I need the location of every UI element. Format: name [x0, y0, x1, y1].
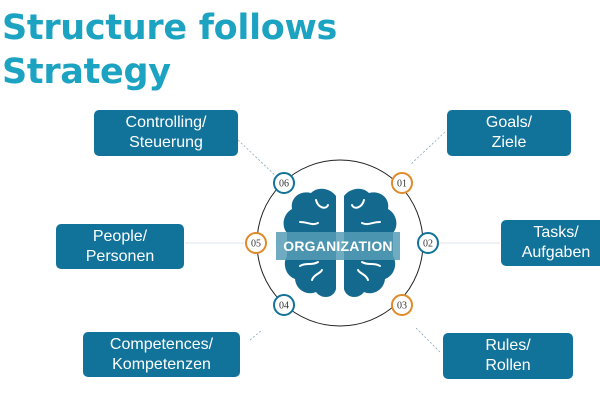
- node-marker-01: 01: [391, 172, 413, 194]
- node-box-people: People/ Personen: [56, 224, 184, 269]
- node-marker-03: 03: [391, 294, 413, 316]
- node-box-tasks: Tasks/ Aufgaben: [501, 220, 600, 266]
- node-label-line2: Steuerung: [129, 134, 203, 151]
- node-label-line2: Aufgaben: [521, 244, 591, 261]
- connector-04: [249, 329, 263, 341]
- title-line-2: Strategy: [2, 52, 171, 92]
- node-box-controlling: Controlling/ Steuerung: [94, 110, 238, 156]
- node-marker-06: 06: [273, 172, 295, 194]
- node-label-line1: Competences/: [109, 335, 214, 353]
- node-label-line2: Rollen: [485, 357, 531, 374]
- connector-03: [415, 327, 441, 353]
- node-box-rules: Rules/ Rollen: [443, 333, 573, 379]
- title-line-1: Structure follows: [2, 8, 338, 48]
- marker-number: 02: [423, 239, 433, 250]
- node-marker-02: 02: [417, 232, 439, 254]
- node-box-competences: Competences/ Kompetenzen: [83, 332, 240, 377]
- center-label: ORGANIZATION: [276, 232, 400, 260]
- marker-number: 01: [397, 179, 407, 190]
- marker-number: 03: [397, 301, 407, 312]
- node-label-line1: People/: [92, 227, 148, 245]
- node-marker-05: 05: [245, 232, 267, 254]
- node-marker-04: 04: [273, 294, 295, 316]
- marker-number: 06: [279, 179, 289, 190]
- node-label-line2: Personen: [85, 247, 155, 265]
- marker-number: 04: [279, 301, 289, 312]
- node-label-line1: Controlling/: [125, 114, 207, 131]
- node-label-line1: Tasks/: [533, 224, 579, 241]
- node-label-line1: Rules/: [485, 337, 531, 354]
- node-label-line1: Goals/: [485, 114, 533, 131]
- node-label-line2: Ziele: [491, 134, 527, 151]
- node-label-line2: Kompetenzen: [112, 355, 211, 373]
- connector-06: [237, 139, 279, 179]
- connector-01: [409, 131, 446, 166]
- node-box-goals: Goals/ Ziele: [447, 110, 571, 156]
- marker-number: 05: [251, 239, 261, 250]
- page-title: Structure follows Strategy: [2, 6, 337, 94]
